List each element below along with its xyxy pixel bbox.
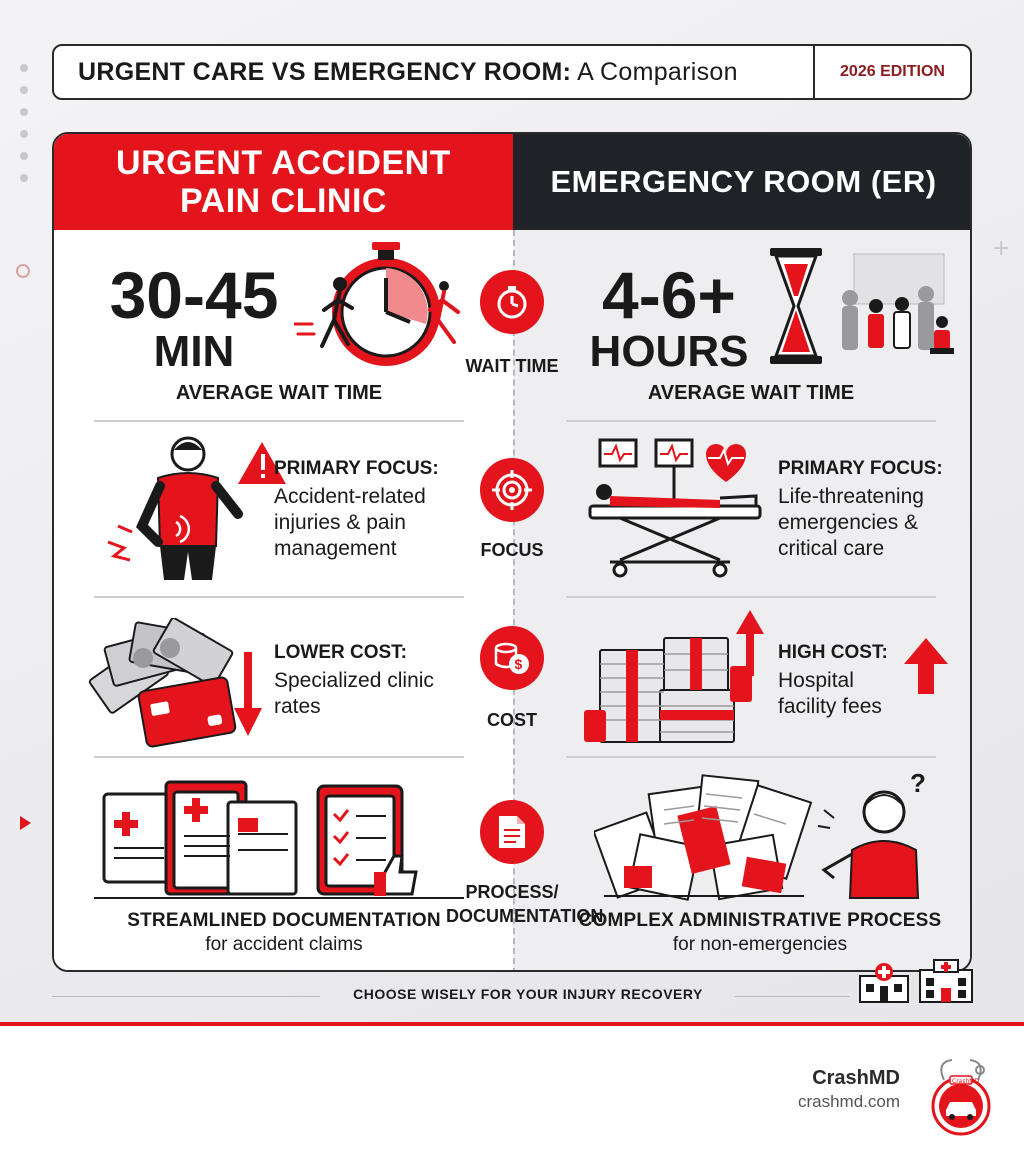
decorative-ring (16, 264, 30, 278)
row-divider (94, 420, 464, 422)
row-divider (94, 756, 464, 758)
decorative-triangle (20, 816, 31, 830)
hospital-bed-icon (588, 438, 762, 578)
accent-stripe (0, 1022, 1024, 1026)
emergency-room-header: EMERGENCY ROOM (ER) (513, 134, 970, 230)
left-wait-unit: MIN (153, 327, 235, 376)
row-divider (566, 420, 936, 422)
left-wait-value: 30-45 (109, 258, 279, 332)
comparison-card: URGENT ACCIDENT PAIN CLINIC EMERGENCY RO… (52, 132, 972, 972)
stopwatch-icon (294, 242, 460, 366)
coins-dollar-icon: $ (480, 626, 544, 690)
money-card-icon (88, 618, 262, 748)
axis-label-cost: COST (486, 710, 537, 730)
row-divider (566, 596, 936, 598)
axis-label-process: PROCESS/ DOCUMENTATION (446, 882, 604, 926)
back-pain-icon (107, 436, 286, 580)
column-divider (513, 230, 515, 970)
footer-rule (735, 996, 850, 997)
hourglass-icon (770, 248, 954, 364)
edition-badge: 2026 EDITION (813, 46, 970, 98)
axis-label-focus: FOCUS (480, 540, 544, 560)
brand-name: CrashMD (812, 1067, 900, 1089)
left-process-body: for accident claims (205, 934, 363, 955)
right-process-body: for non-emergencies (672, 934, 848, 955)
decorative-plus: + (992, 236, 1011, 261)
title-bar: URGENT CARE VS EMERGENCY ROOM: A Compari… (52, 44, 972, 100)
left-cost-title: LOWER COST: (274, 642, 407, 663)
footer-rule (52, 996, 320, 997)
right-focus-title: PRIMARY FOCUS: (778, 458, 943, 479)
stopwatch-icon (480, 270, 544, 334)
hospital-icon (859, 959, 973, 1003)
left-cost-body: Specialized clinic rates (274, 669, 434, 718)
target-icon (480, 458, 544, 522)
row-divider (566, 756, 936, 758)
axis-label-wait: WAIT TIME (465, 356, 559, 376)
brand-url: crashmd.com (797, 1092, 900, 1111)
right-wait-label: AVERAGE WAIT TIME (647, 382, 855, 404)
left-focus-title: PRIMARY FOCUS: (274, 458, 439, 479)
svg-text:CrashMD: CrashMD (952, 1078, 979, 1085)
right-wait-unit: HOURS (589, 327, 749, 376)
documents-icon (94, 780, 464, 899)
right-cost-title: HIGH COST: (778, 642, 888, 663)
right-wait-value: 4-6+ (602, 258, 736, 332)
page-title: URGENT CARE VS EMERGENCY ROOM: A Compari… (78, 57, 738, 86)
urgent-care-header: URGENT ACCIDENT PAIN CLINIC (54, 134, 513, 230)
right-focus-body: Life-threatening emergencies & critical … (778, 485, 924, 560)
left-process-title: STREAMLINED DOCUMENTATION (127, 910, 441, 931)
arrow-up-icon (904, 638, 948, 694)
row-divider (94, 596, 464, 598)
crashmd-logo: CrashMD (931, 1059, 991, 1136)
svg-text:$: $ (515, 656, 523, 672)
svg-text:?: ? (910, 770, 926, 798)
document-icon (480, 800, 544, 864)
money-stacks-icon (584, 610, 764, 743)
right-process-title: COMPLEX ADMINISTRATIVE PROCESS (578, 910, 942, 931)
decorative-dots (20, 64, 28, 196)
right-cost-body: Hospital facility fees (778, 669, 882, 718)
left-wait-label: AVERAGE WAIT TIME (175, 382, 383, 404)
left-focus-body: Accident-related injuries & pain managem… (274, 485, 426, 560)
footer-tagline: CHOOSE WISELY FOR YOUR INJURY RECOVERY (353, 986, 703, 1002)
paperwork-pile-icon: ? (594, 770, 926, 901)
